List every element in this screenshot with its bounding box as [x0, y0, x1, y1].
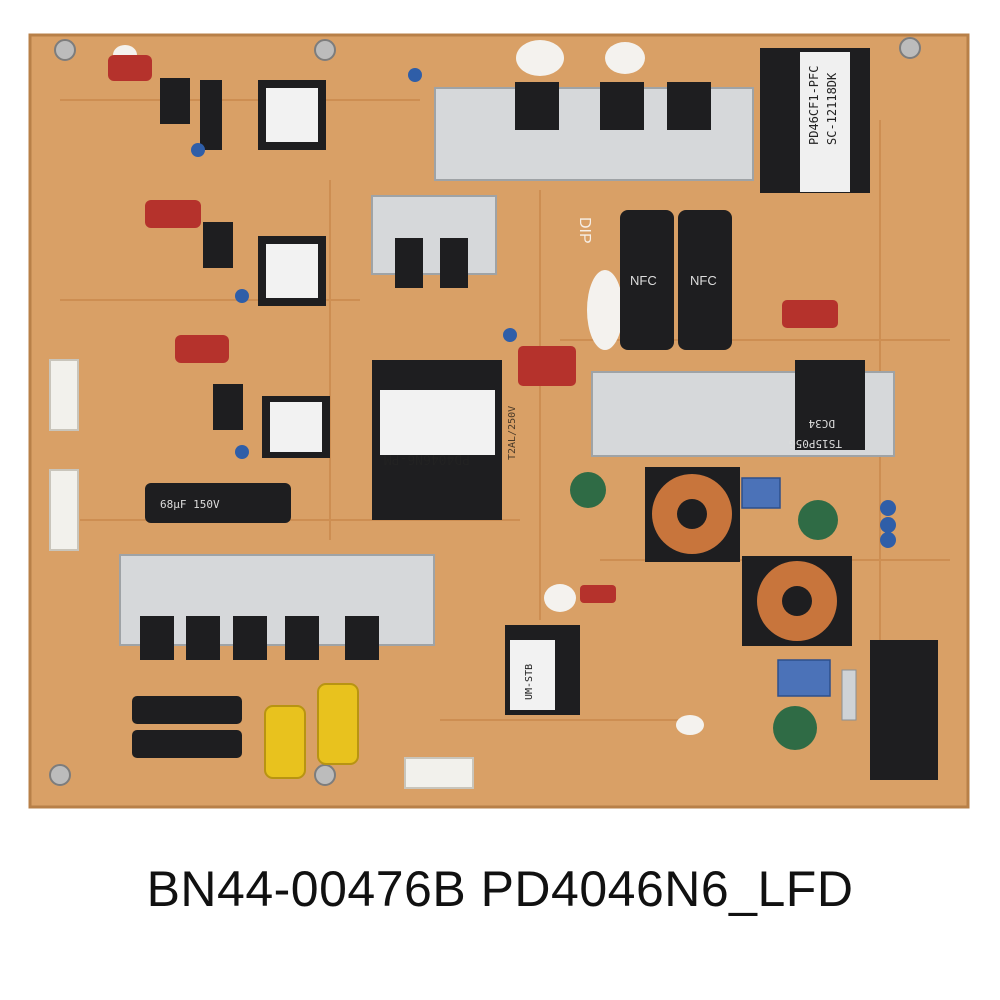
filter-cap-rating: 68μF 150V: [160, 498, 220, 511]
bulk-capacitors: NFC NFC: [620, 210, 732, 350]
bridge-rectifier: [795, 360, 865, 450]
aux-transformers: [258, 80, 330, 458]
rectifier-label: TS15P05G: [789, 437, 842, 450]
mosfet-top-2: [600, 82, 644, 130]
capacitor-brand-2: NFC: [690, 273, 717, 288]
capacitor-brand-1: NFC: [630, 273, 657, 288]
mosfet-top-1: [515, 82, 559, 130]
main-transformer-label: PD4046N6-PM: [384, 451, 470, 466]
film-capacitors-red: [108, 55, 838, 603]
left-transistors: [160, 78, 243, 430]
heatsink-middle: [371, 195, 497, 275]
varistors: [570, 472, 838, 750]
bottom-left-transistors: [140, 616, 379, 660]
product-caption: BN44-00476B PD4046N6_LFD: [146, 861, 854, 917]
mounting-holes: [49, 37, 921, 786]
common-mode-chokes: [645, 467, 852, 646]
connectors: [49, 359, 474, 789]
fuse: [841, 669, 857, 721]
rectifier-sub: DC34: [808, 417, 835, 430]
ac-inlet: [870, 640, 938, 780]
standby-transformer-label: UM-STB: [524, 664, 535, 700]
mosfet-top-3: [667, 82, 711, 130]
ceramic-capacitors: [191, 68, 896, 548]
fuse-rating: T2AL/250V: [507, 406, 518, 460]
filter-capacitors-left: 68μF 150V: [132, 483, 291, 758]
power-supply-board-photo: PD46CF1-PFC SC-12118DK DIP NFC NFC PD404…: [28, 33, 970, 809]
yellow-capacitors: [264, 683, 359, 779]
x-capacitors-blue: [741, 477, 831, 697]
direction-mark: DIP: [576, 217, 593, 244]
pfc-coil-label: PD46CF1-PFC: [807, 66, 821, 145]
pfc-coil-sub: SC-12118DK: [825, 72, 839, 145]
